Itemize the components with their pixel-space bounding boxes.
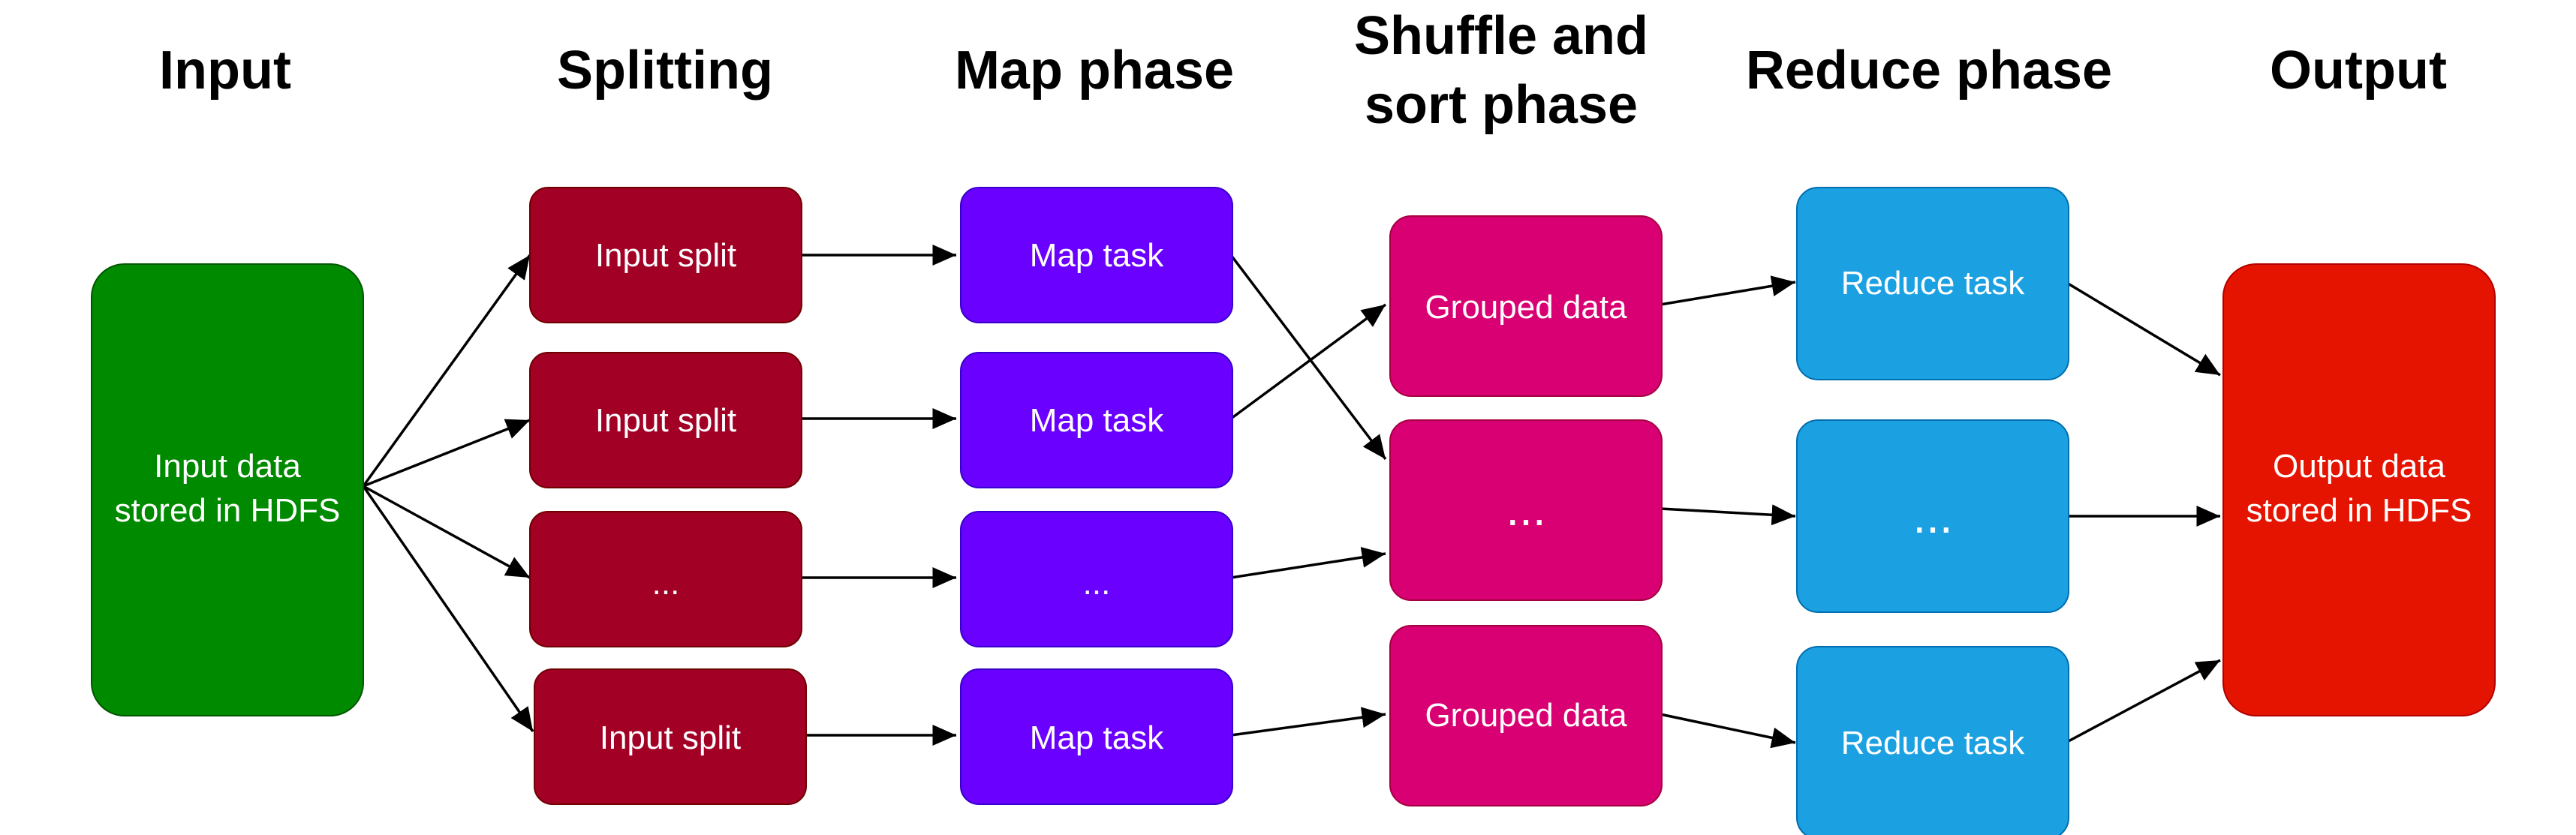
output-data-label-line1: Output data [2273, 448, 2445, 485]
heading-input: Input [159, 41, 291, 101]
grouped-data-node-2[interactable]: ... [1389, 419, 1663, 601]
edge-reduce3-output [2065, 659, 2221, 744]
grouped-data-label: ... [1506, 482, 1545, 536]
input-split-label: ... [652, 565, 680, 602]
heading-output: Output [2270, 41, 2447, 101]
edge-group2-reduce2 [1660, 504, 1796, 526]
grouped-data-label: Grouped data [1425, 697, 1627, 734]
input-data-label-line2: stored in HDFS [115, 492, 341, 529]
heading-shuffle-line2: sort phase [1365, 75, 1638, 135]
edge-input-split-2 [363, 419, 531, 488]
input-data-label-line1: Input data [154, 448, 301, 485]
edge-map3-group2 [1230, 547, 1386, 579]
edges [362, 245, 2221, 749]
reduce-task-node-2[interactable]: ... [1796, 419, 2069, 613]
map-task-node-2[interactable]: Map task [960, 352, 1233, 488]
map-task-label: Map task [1030, 719, 1165, 756]
edge-map1-group2 [1229, 254, 1387, 461]
edge-input-split-4 [362, 485, 534, 732]
input-split-node-3[interactable]: ... [529, 511, 802, 647]
heading-reduce-phase: Reduce phase [1746, 41, 2112, 101]
input-split-label: Input split [595, 402, 736, 439]
edge-group3-reduce3 [1660, 713, 1796, 749]
map-task-node-3[interactable]: ... [960, 511, 1233, 647]
output-data-node[interactable]: Output data stored in HDFS [2222, 263, 2496, 716]
edge-map2-group1 [1229, 303, 1387, 420]
heading-splitting: Splitting [557, 41, 773, 101]
grouped-data-node-1[interactable]: Grouped data [1389, 215, 1663, 397]
map-task-label: Map task [1030, 237, 1165, 274]
reduce-task-node-3[interactable]: Reduce task [1796, 646, 2069, 835]
reduce-task-node-1[interactable]: Reduce task [1796, 187, 2069, 380]
input-split-node-1[interactable]: Input split [529, 187, 802, 323]
edge-reduce1-output [2065, 281, 2221, 377]
output-data-label-line2: stored in HDFS [2246, 492, 2472, 529]
input-split-label: Input split [600, 719, 741, 756]
grouped-data-label: Grouped data [1425, 289, 1627, 326]
grouped-data-node-3[interactable]: Grouped data [1389, 625, 1663, 806]
map-task-node-1[interactable]: Map task [960, 187, 1233, 323]
edge-group1-reduce1 [1660, 275, 1796, 306]
map-task-node-4[interactable]: Map task [960, 668, 1233, 805]
heading-shuffle-line1: Shuffle and [1354, 6, 1648, 66]
edge-map4-group3 [1230, 707, 1386, 737]
input-split-node-2[interactable]: Input split [529, 352, 802, 488]
input-data-node[interactable]: Input data stored in HDFS [91, 263, 364, 716]
map-task-label: ... [1083, 565, 1111, 602]
edge-input-split-3 [363, 485, 531, 579]
input-split-node-4[interactable]: Input split [534, 668, 807, 805]
reduce-task-label: Reduce task [1841, 725, 2026, 761]
reduce-task-label: ... [1912, 489, 1952, 543]
heading-map-phase: Map phase [955, 41, 1234, 101]
input-split-label: Input split [595, 237, 736, 274]
reduce-task-label: Reduce task [1841, 265, 2026, 302]
map-task-label: Map task [1030, 402, 1165, 439]
edge-input-split-1 [362, 254, 531, 488]
